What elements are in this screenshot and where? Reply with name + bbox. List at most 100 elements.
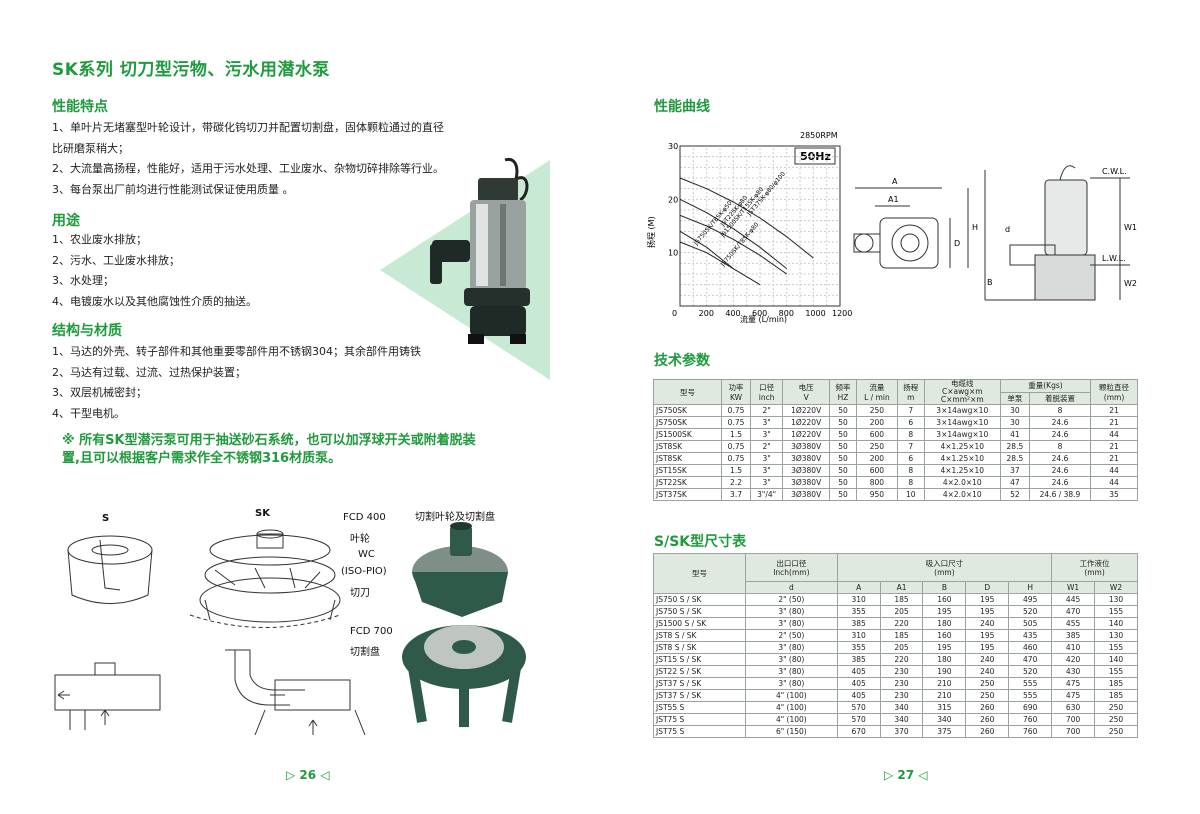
table-cell: JST75 S <box>653 725 746 738</box>
table-cell: 4" (100) <box>745 713 838 726</box>
table-header: W1 <box>1051 581 1096 594</box>
x-tick-label: 800 <box>779 309 794 318</box>
list-item: 4、干型电机。 <box>52 406 125 420</box>
list-item: 1、农业废水排放； <box>52 233 147 246</box>
table-cell: 195 <box>922 641 967 654</box>
table-cell: 405 <box>836 677 881 690</box>
table-header: 频率 HZ <box>829 379 857 405</box>
x-tick-label: 600 <box>752 309 767 318</box>
table-cell: 240 <box>965 653 1010 666</box>
table-header: 型号 <box>653 379 722 405</box>
table-cell: 30 <box>999 404 1030 417</box>
table-cell: 250 <box>1094 713 1138 726</box>
table-cell: 155 <box>1094 665 1138 678</box>
table-cell: JST8 S / SK <box>653 641 746 654</box>
table-cell: JS1500 S / SK <box>653 617 746 630</box>
table-cell: 250 <box>1094 701 1138 714</box>
x-tick-label: 1000 <box>805 309 825 318</box>
table-cell: 370 <box>879 725 924 738</box>
table-cell: 310 <box>836 629 881 642</box>
table-cell: 260 <box>965 701 1010 714</box>
page-number-value: 26 <box>299 768 317 782</box>
table-cell: 800 <box>855 476 898 489</box>
table-header: d <box>745 581 838 594</box>
hz-label: 50Hz <box>800 150 831 163</box>
table-cell: 700 <box>1051 713 1096 726</box>
table-cell: JST55 S <box>653 701 746 714</box>
table-cell: 35 <box>1090 488 1138 501</box>
table-cell: JST22 S / SK <box>653 665 746 678</box>
dashed-arc <box>189 614 341 628</box>
y-tick-label: 10 <box>668 249 678 258</box>
table-cell: 21 <box>1090 440 1138 453</box>
table-cell: 355 <box>836 605 881 618</box>
table-cell: 50 <box>829 476 857 489</box>
spec-table: 型号 功率 KW 口径 inch 电压 V 频率 HZ 流量 L / min 扬… <box>653 379 1138 501</box>
table-cell: 375 <box>922 725 967 738</box>
table-cell: 600 <box>855 428 898 441</box>
table-cell: 570 <box>836 701 881 714</box>
table-cell: 3" (80) <box>745 641 838 654</box>
table-cell: JS750SK <box>653 404 722 417</box>
table-cell: 420 <box>1051 653 1096 666</box>
note-text: ※ 所有SK型潜污泵可用于抽送砂石系统，也可以加浮球开关或附着脱装 置,且可以根… <box>62 433 476 466</box>
table-header: 颗粒直径 (mm) <box>1090 379 1138 405</box>
table-cell: 950 <box>855 488 898 501</box>
table-header: D <box>965 581 1010 594</box>
list-item: 3、每台泵出厂前均进行性能测试保证使用质量 。 <box>52 182 294 196</box>
table-cell: 410 <box>1051 641 1096 654</box>
table-cell: 405 <box>836 689 881 702</box>
table-cell: 435 <box>1008 629 1053 642</box>
table-cell: 50 <box>829 404 857 417</box>
table-header: 电压 V <box>782 379 831 405</box>
series-line <box>679 241 761 286</box>
table-cell: 3" (80) <box>745 665 838 678</box>
table-cell: 2" (50) <box>745 593 838 606</box>
table-cell: 44 <box>1090 464 1138 477</box>
table-cell: 195 <box>922 605 967 618</box>
table-cell: 160 <box>922 593 967 606</box>
table-cell: JST37SK <box>653 488 722 501</box>
table-cell: 520 <box>1008 605 1053 618</box>
table-cell: 21 <box>1090 452 1138 465</box>
impeller-label: 叶轮 <box>350 534 370 545</box>
table-cell: 470 <box>1008 653 1053 666</box>
table-cell: JST37 S / SK <box>653 689 746 702</box>
fcd700-label: FCD 700 <box>350 626 393 637</box>
series-line <box>679 230 734 270</box>
table-cell: 250 <box>855 440 898 453</box>
table-cell: 4×1.25×10 <box>923 452 1001 465</box>
table-cell: 155 <box>1094 605 1138 618</box>
table-cell: 3" (80) <box>745 617 838 630</box>
table-cell: 220 <box>879 653 924 666</box>
table-cell: 24.6 <box>1028 428 1092 441</box>
table-cell: 50 <box>829 464 857 477</box>
table-cell: 430 <box>1051 665 1096 678</box>
table-header: 工作液位 (mm) <box>1051 553 1138 582</box>
table-cell: 50 <box>829 416 857 429</box>
table-cell: 140 <box>1094 617 1138 630</box>
table-cell: 570 <box>836 713 881 726</box>
table-cell: JS750 S / SK <box>653 605 746 618</box>
cwl-label: C.W.L. <box>1102 167 1127 176</box>
list-item: 3、双层机械密封； <box>52 386 147 399</box>
table-cell: 700 <box>1051 725 1096 738</box>
x-tick-label: 1200 <box>832 309 852 318</box>
isopio-label: (ISO-PIO) <box>341 566 387 577</box>
table-cell: 3" (80) <box>745 605 838 618</box>
table-cell: 4" (100) <box>745 701 838 714</box>
table-cell: 7 <box>896 404 925 417</box>
table-cell: 230 <box>879 677 924 690</box>
table-header: 型号 <box>653 553 746 594</box>
cutter-label: 切刀 <box>350 588 370 599</box>
table-cell: 50 <box>829 428 857 441</box>
table-cell: 2.2 <box>720 476 752 489</box>
